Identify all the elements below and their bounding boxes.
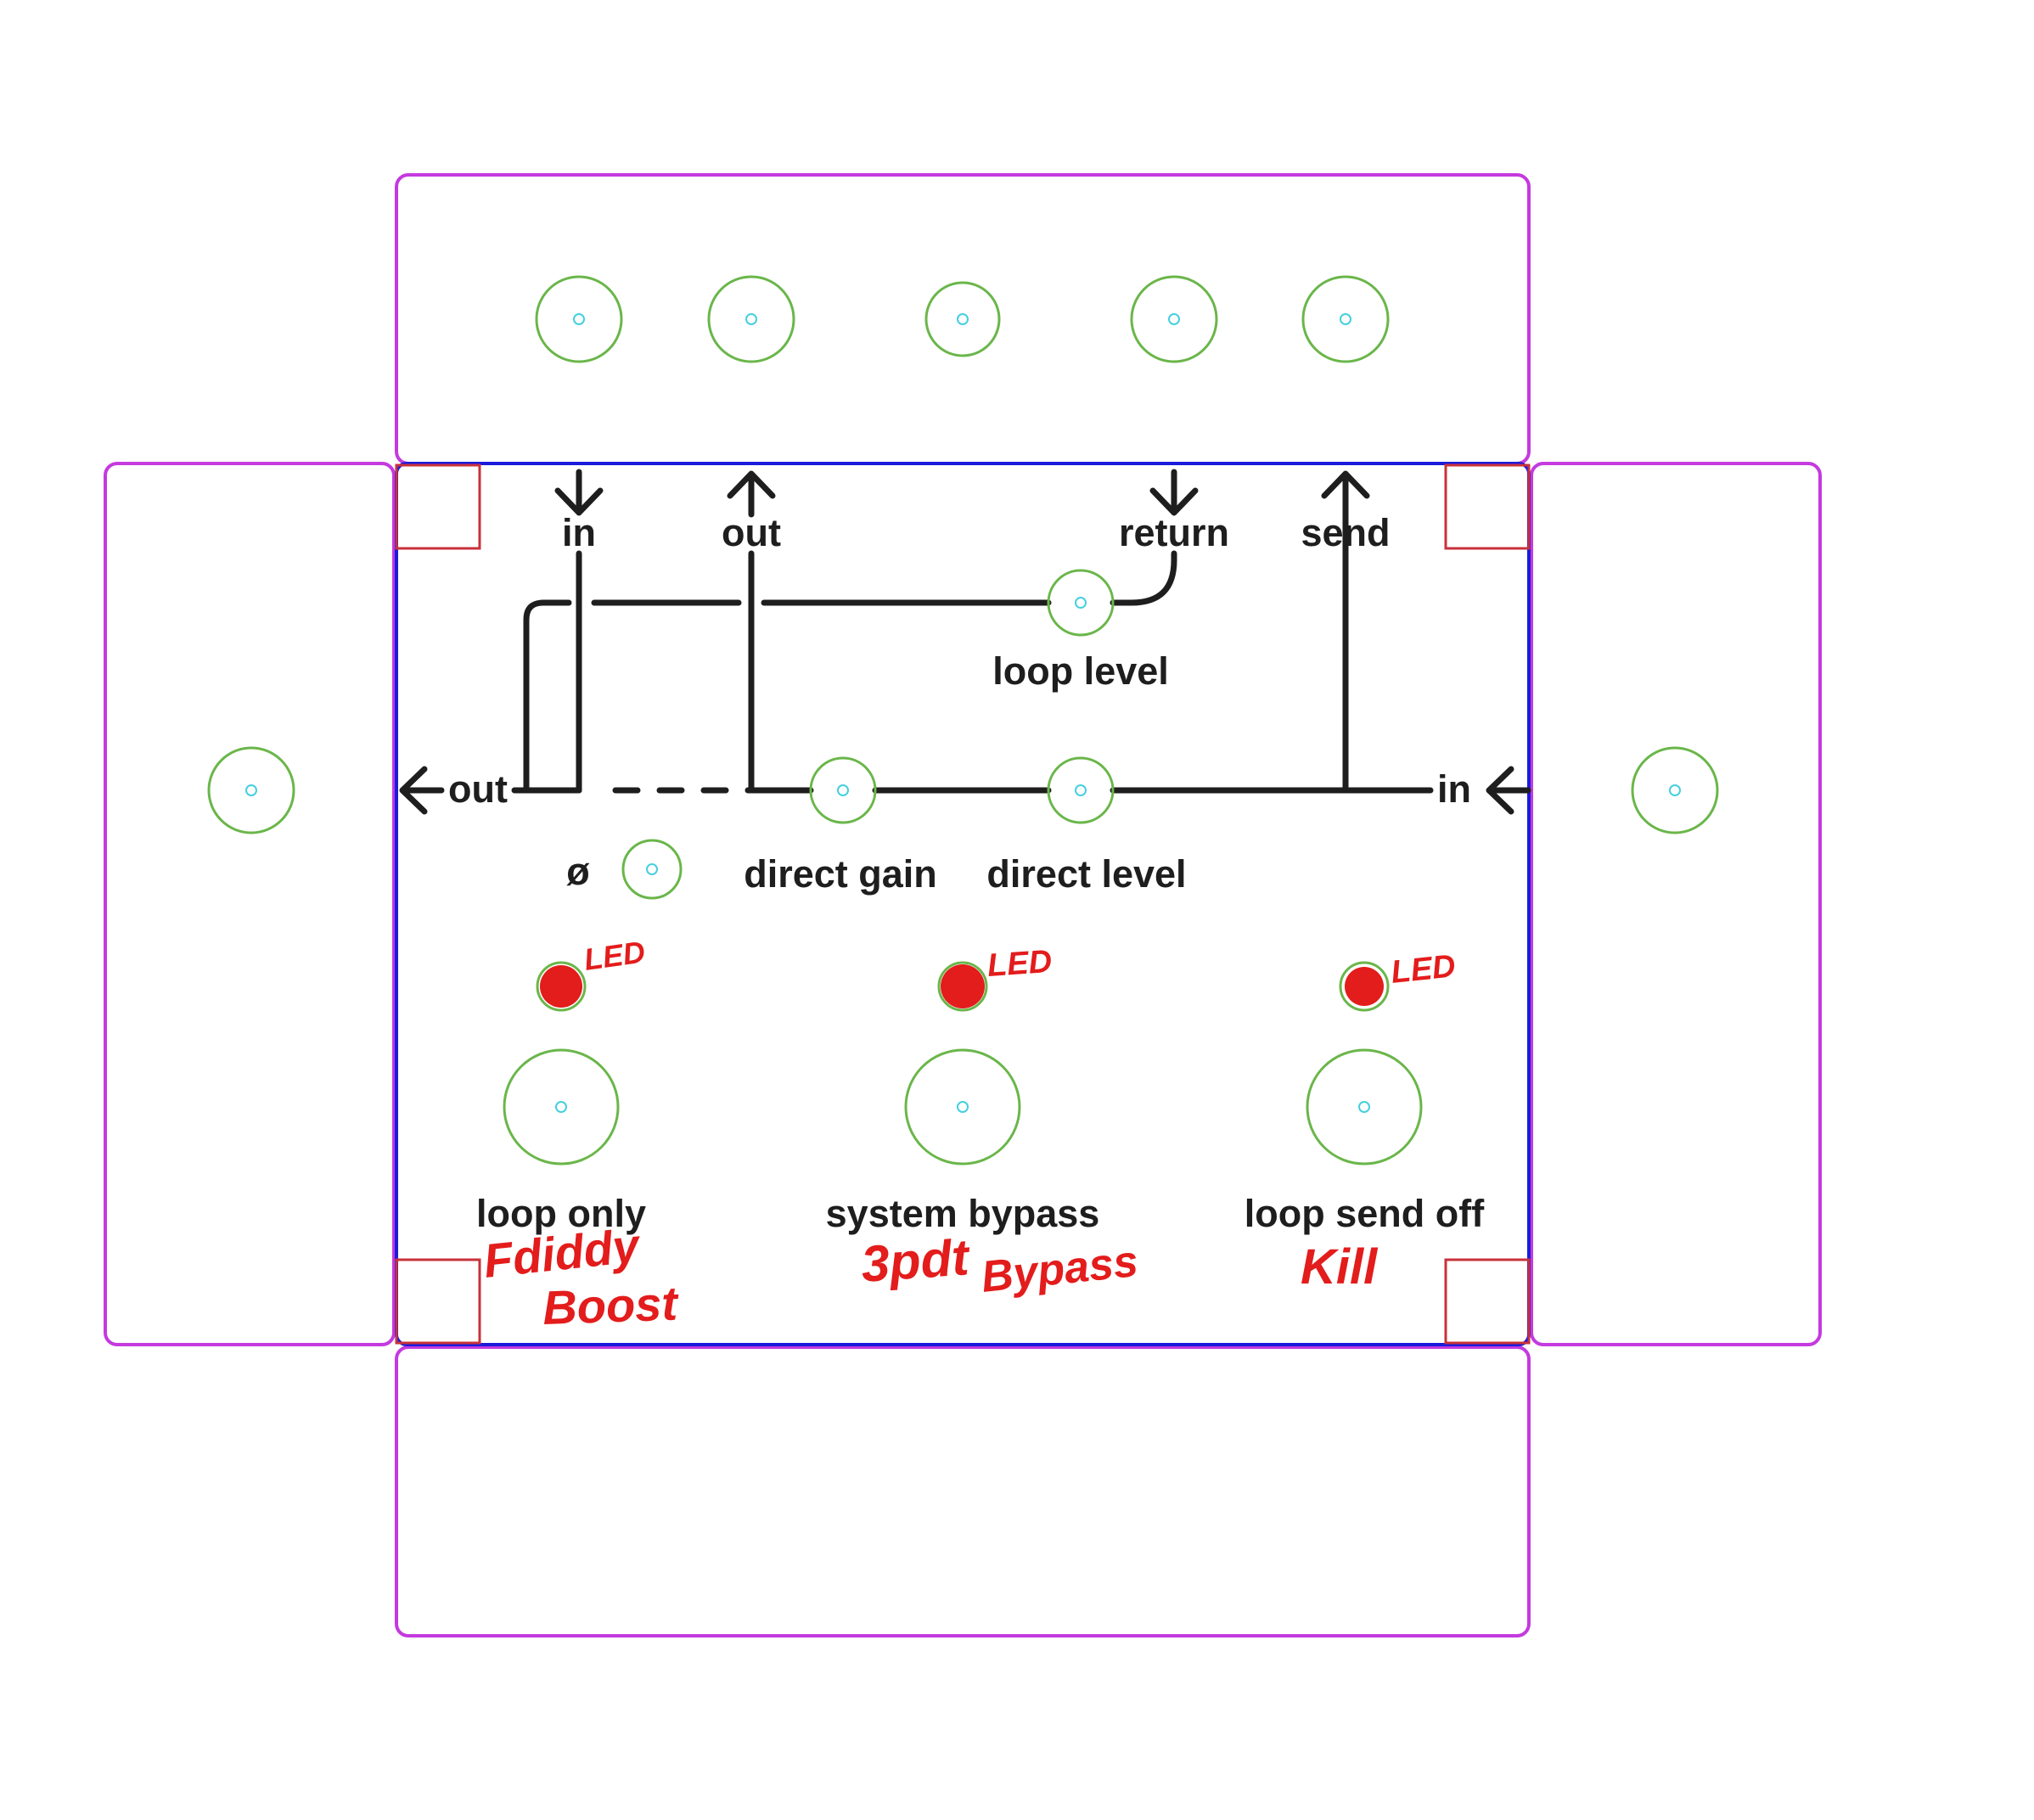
note-system-bypass-line2: Bypass: [979, 1237, 1140, 1302]
right-flap: [1530, 462, 1822, 1346]
label-top-send: send: [1301, 511, 1390, 554]
jack-hole-in: [535, 275, 623, 363]
label-left-out: out: [448, 767, 508, 811]
label-right-in: in: [1437, 767, 1471, 811]
top-flap: [395, 173, 1531, 465]
jack-hole-right-in: [1631, 746, 1719, 834]
corner-mark-top-right: [1444, 463, 1531, 550]
arrow-up-send-icon: [1321, 470, 1370, 518]
note-system-bypass-line1: 3pdt: [859, 1228, 973, 1293]
label-system-bypass: system bypass: [826, 1192, 1100, 1235]
label-phase: ø: [566, 850, 590, 893]
led-hole-loop-only: [536, 961, 587, 1012]
led-hole-loop-send-off: [1339, 961, 1390, 1012]
jack-hole-out: [707, 275, 795, 363]
label-top-return: return: [1119, 511, 1229, 554]
led-hole-system-bypass: [937, 961, 988, 1012]
arrow-down-return-icon: [1149, 469, 1199, 516]
signal-flow-wires: [511, 480, 1434, 794]
left-flap: [104, 462, 396, 1346]
label-loop-level: loop level: [992, 649, 1169, 693]
dc-jack-hole: [924, 281, 1001, 357]
jack-hole-return: [1130, 275, 1218, 363]
jack-hole-send: [1301, 275, 1390, 363]
label-top-in: in: [562, 511, 596, 554]
note-loop-only-line2: Boost: [542, 1276, 680, 1334]
label-direct-gain: direct gain: [744, 852, 937, 896]
direct-gain-pot: [809, 756, 877, 824]
loop-level-pot: [1047, 569, 1115, 637]
corner-mark-bottom-right: [1444, 1258, 1531, 1345]
footswitch-loop-only: [503, 1048, 620, 1166]
arrow-up-out-icon: [727, 470, 776, 518]
label-top-out: out: [722, 511, 781, 554]
arrow-down-in-icon: [554, 469, 604, 516]
led-note-loop-send-off: LED: [1390, 948, 1458, 991]
main-face: [395, 462, 1531, 1346]
arrow-left-out-icon: [399, 766, 445, 815]
phase-toggle-hole: [621, 839, 683, 900]
direct-level-pot: [1047, 756, 1115, 824]
corner-mark-bottom-left: [395, 1258, 481, 1345]
jack-hole-left-out: [207, 746, 295, 834]
note-loop-send-off-line1: Kill: [1301, 1239, 1379, 1295]
label-direct-level: direct level: [986, 852, 1186, 896]
label-loop-only: loop only: [476, 1192, 646, 1235]
bottom-flap: [395, 1345, 1531, 1637]
footswitch-loop-send-off: [1306, 1048, 1423, 1166]
led-note-system-bypass: LED: [986, 944, 1054, 984]
label-loop-send-off: loop send off: [1245, 1192, 1485, 1235]
led-note-loop-only: LED: [582, 934, 647, 977]
footswitch-system-bypass: [904, 1048, 1021, 1166]
arrow-left-in-icon: [1486, 766, 1531, 815]
corner-mark-top-left: [395, 463, 481, 550]
